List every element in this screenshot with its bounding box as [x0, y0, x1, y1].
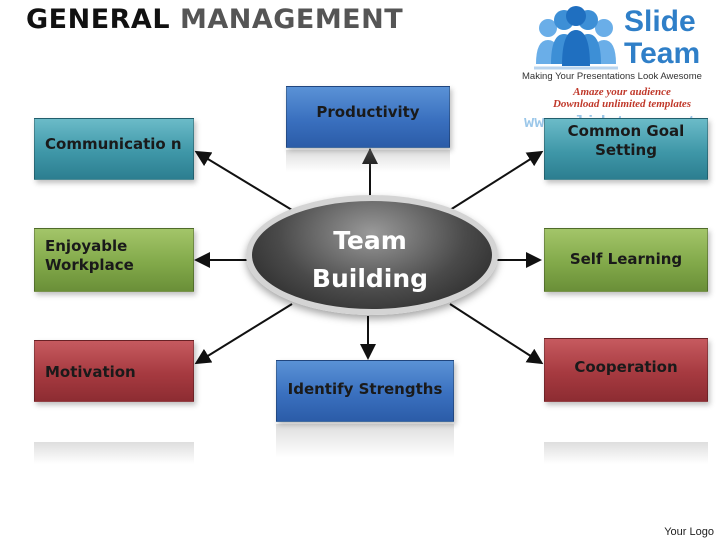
- people-logo-icon: [534, 6, 618, 70]
- reflection-identify: [276, 424, 454, 458]
- reflection-motivation: [34, 442, 194, 464]
- node-self-learning-label: Self Learning: [569, 250, 683, 268]
- node-cooperation: Cooperation: [544, 338, 708, 402]
- logo-promo: Amaze your audience Download unlimited t…: [520, 86, 724, 110]
- promo-line-1: Amaze your audience: [573, 86, 671, 98]
- logo-brand-line1: Slide: [624, 5, 696, 38]
- arrow-to-motivation: [194, 303, 293, 365]
- footer-your-logo: Your Logo: [664, 526, 714, 538]
- node-communication: Communicatio n: [34, 118, 194, 180]
- node-identify-strengths: Identify Strengths: [276, 360, 454, 422]
- logo-brand-line2: Team: [624, 37, 701, 70]
- arrow-to-communication: [194, 150, 293, 211]
- title-word-management: MANAGEMENT: [179, 4, 404, 35]
- node-productivity: Productivity: [286, 86, 450, 148]
- page-title: GENERAL MANAGEMENT: [26, 4, 403, 35]
- arrow-to-common-goal: [449, 150, 544, 211]
- promo-line-2: Download unlimited templates: [552, 98, 692, 110]
- logo-brand: Slide Team: [624, 6, 700, 70]
- node-motivation-label: Motivation: [45, 363, 136, 381]
- node-common-goal: Common Goal Setting: [544, 118, 708, 180]
- node-identify-label: Identify Strengths: [287, 380, 443, 398]
- team-building-hub: [246, 195, 498, 315]
- hub-label-line1: Team: [333, 226, 407, 255]
- node-motivation: Motivation: [34, 340, 194, 402]
- node-common-goal-label: Common Goal Setting: [567, 122, 685, 159]
- hub-label: Team Building: [300, 222, 440, 298]
- node-communication-label: Communicatio n: [45, 135, 182, 153]
- logo-tagline: Making Your Presentations Look Awesome: [522, 71, 702, 82]
- node-cooperation-label: Cooperation: [574, 358, 678, 376]
- reflection-productivity: [286, 150, 450, 172]
- node-productivity-label: Productivity: [316, 103, 420, 121]
- node-enjoyable-label: Enjoyable Workplace: [45, 237, 134, 274]
- hub-label-line2: Building: [311, 264, 429, 293]
- reflection-cooperation: [544, 442, 708, 464]
- title-word-general: GENERAL: [26, 4, 171, 35]
- node-enjoyable: Enjoyable Workplace: [34, 228, 194, 292]
- arrow-to-cooperation: [449, 303, 544, 365]
- node-self-learning: Self Learning: [544, 228, 708, 292]
